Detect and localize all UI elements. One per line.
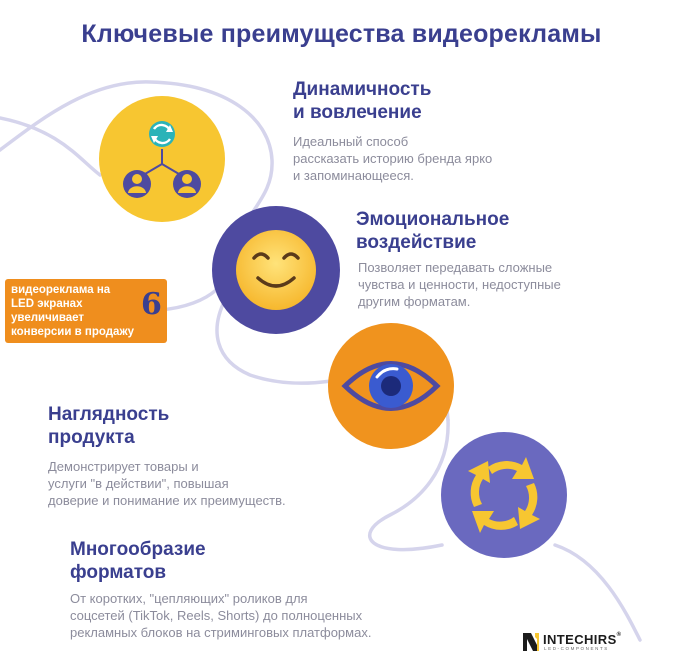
desc-line: услуги "в действии", повышая [48,476,229,491]
benefit-circle-visibility [328,323,454,449]
heading-line: Динамичность [293,79,432,100]
desc-line: доверие и понимание их преимуществ. [48,493,286,508]
benefit-desc-emotion: Позволяет передавать сложные чувства и ц… [358,259,638,310]
heading-line: форматов [70,562,167,583]
benefit-circle-dynamics [99,96,225,222]
brand-logo: INTECHIRS® LED-COMPONENTS [522,631,632,653]
benefit-circle-formats [441,432,567,558]
benefit-heading-formats: Многообразие форматов [70,538,290,584]
registered-mark: ® [616,632,622,638]
callout-line: увеличивает [11,312,85,324]
benefit-heading-dynamics: Динамичность и вовлечение [293,78,513,124]
desc-line: рекламных блоков на стриминговых платфор… [70,625,372,640]
desc-line: рассказать историю бренда ярко [293,151,493,166]
cycle-arrows-icon [468,457,540,533]
logo-wordmark: INTECHIRS® [543,632,622,647]
smiley-icon [236,230,316,310]
desc-line: другим форматам. [358,294,471,309]
benefit-desc-visibility: Демонстрирует товары и услуги "в действи… [48,458,378,509]
desc-line: От коротких, "цепляющих" роликов для [70,591,308,606]
heading-line: воздействие [356,232,477,253]
logo-mark-icon [523,633,539,651]
callout-text: видеореклама на LED экранах увеличивает … [11,283,143,339]
logo-subtitle: LED-COMPONENTS [544,646,609,651]
desc-line: Демонстрирует товары и [48,459,199,474]
page-title: Ключевые преимущества видеорекламы [81,20,602,48]
desc-line: соцсетей (TikTok, Reels, Shorts) до полн… [70,608,363,623]
callout-line: конверсии в продажу [11,326,134,338]
heading-line: продукта [48,427,135,448]
conversion-callout: видеореклама на LED экранах увеличивает … [5,279,167,343]
quote-mark-icon: 6 [141,287,162,322]
desc-line: Идеальный способ [293,134,409,149]
sync-people-icon [123,121,201,198]
desc-line: чувства и ценности, недоступные [358,277,561,292]
heading-line: Наглядность [48,404,170,425]
benefit-heading-visibility: Наглядность продукта [48,403,268,449]
benefit-circle-emotion [212,206,340,334]
benefit-desc-formats: От коротких, "цепляющих" роликов для соц… [70,590,470,641]
logo-word: INTECHIRS [543,632,617,647]
benefit-heading-emotion: Эмоциональное воздействие [356,208,576,254]
benefit-desc-dynamics: Идеальный способ рассказать историю брен… [293,133,563,184]
eye-icon [341,361,441,411]
heading-line: Эмоциональное [356,209,510,230]
desc-line: Позволяет передавать сложные [358,260,553,275]
heading-line: Многообразие [70,539,206,560]
callout-line: видеореклама на [11,284,111,296]
callout-line: LED экранах [11,298,83,310]
desc-line: и запоминающееся. [293,168,414,183]
heading-line: и вовлечение [293,102,422,123]
